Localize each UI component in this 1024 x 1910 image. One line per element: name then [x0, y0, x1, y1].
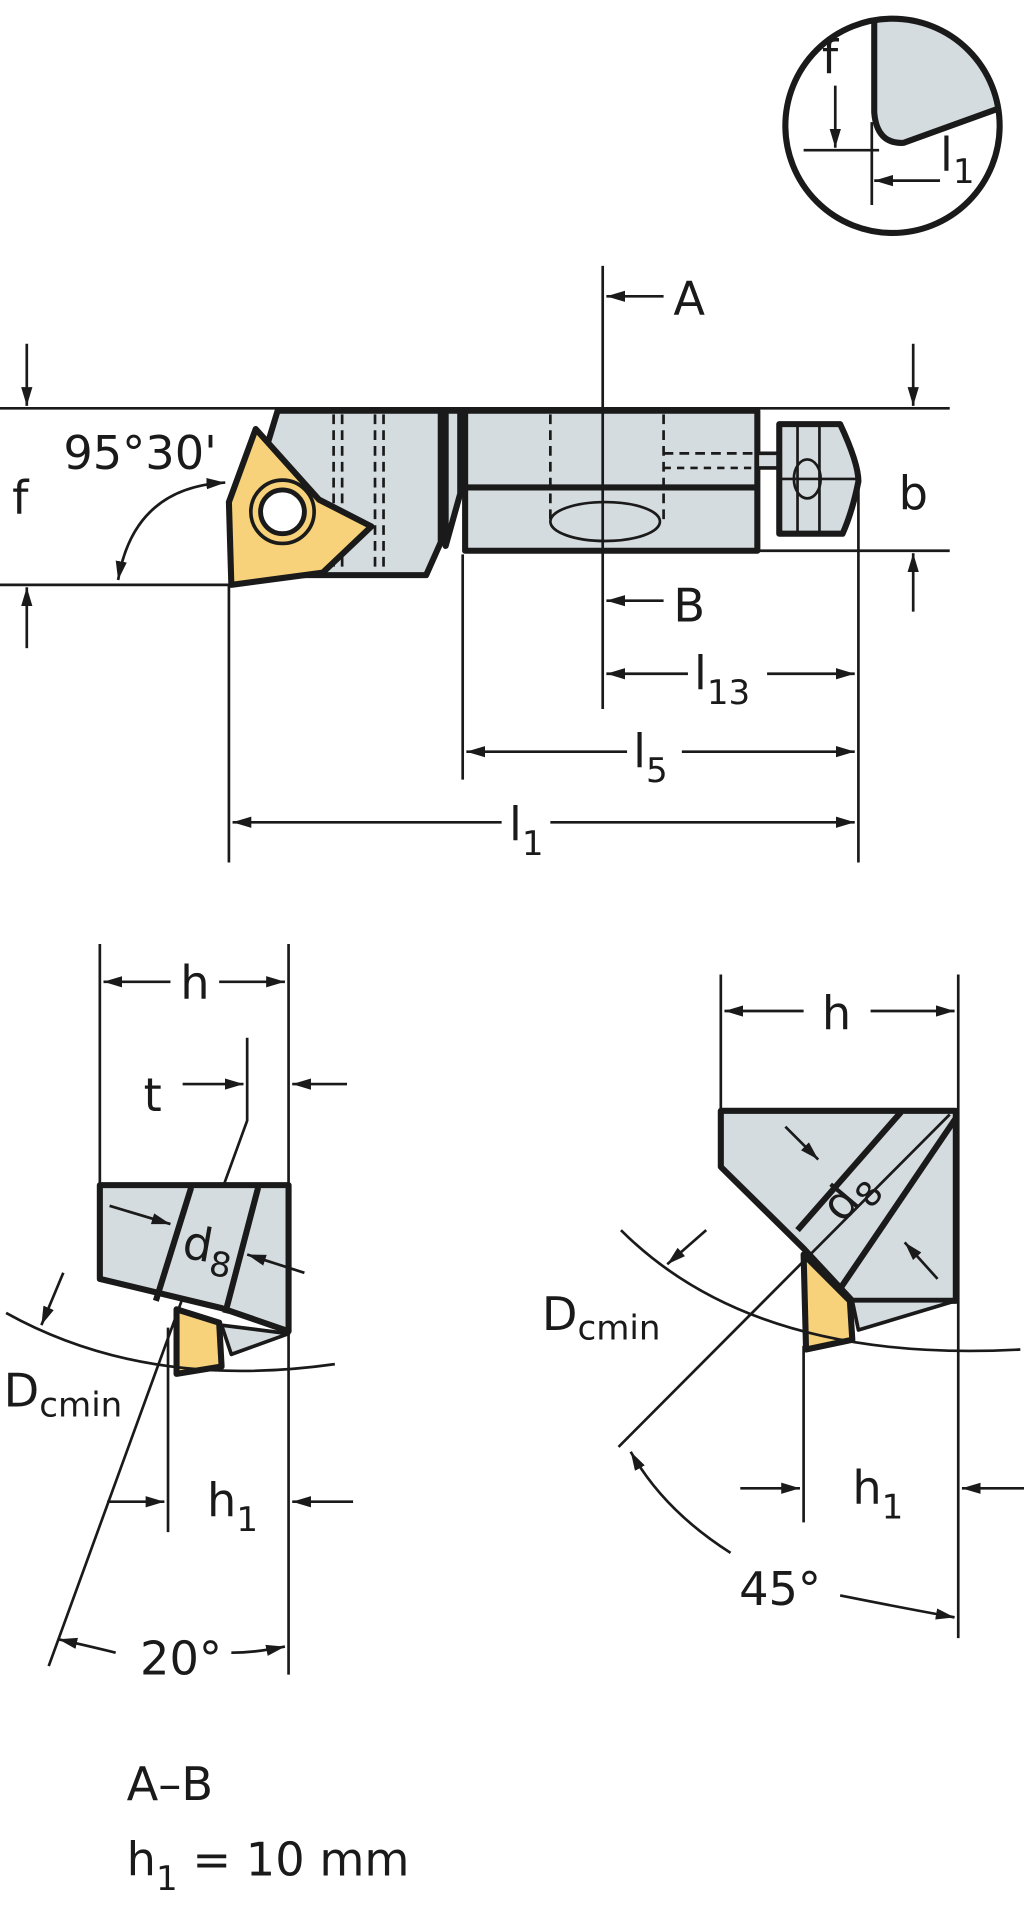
section-left: h t d8 Dcmin h1 20°: [4, 944, 354, 1686]
h1-label: h1: [207, 1473, 258, 1540]
section-a-label: A: [673, 272, 705, 326]
t-label: t: [144, 1068, 162, 1122]
f-label: f: [12, 471, 30, 525]
detail-view: f l1: [782, 15, 1003, 237]
section-right: h d8 Dcmin h1 45°: [542, 974, 1024, 1639]
section-note: A–B: [127, 1757, 214, 1811]
shank-body: [462, 407, 761, 554]
section-b-label: B: [673, 578, 705, 632]
detail-l1-label: l1: [940, 128, 975, 192]
angle-45-label: 45°: [739, 1562, 821, 1616]
b-label: b: [899, 466, 928, 520]
top-view: f b 95°30' A B l13 l5 l1: [0, 265, 950, 865]
h-label: h: [180, 956, 209, 1010]
angle-20-label: 20°: [140, 1632, 222, 1686]
dcmin-label-right: Dcmin: [542, 1287, 661, 1349]
notes: A–B h1 = 10 mm: [127, 1757, 410, 1899]
h-label-right: h: [822, 986, 851, 1040]
detail-f-label: f: [822, 30, 840, 84]
angle-label: 95°30': [63, 426, 217, 480]
h1-note: h1 = 10 mm: [127, 1833, 410, 1900]
l5-label: l5: [633, 724, 668, 791]
dcmin-label: Dcmin: [4, 1364, 123, 1426]
h1-label-right: h1: [852, 1461, 903, 1528]
l13-label: l13: [694, 647, 750, 714]
l1-label: l1: [509, 798, 544, 865]
